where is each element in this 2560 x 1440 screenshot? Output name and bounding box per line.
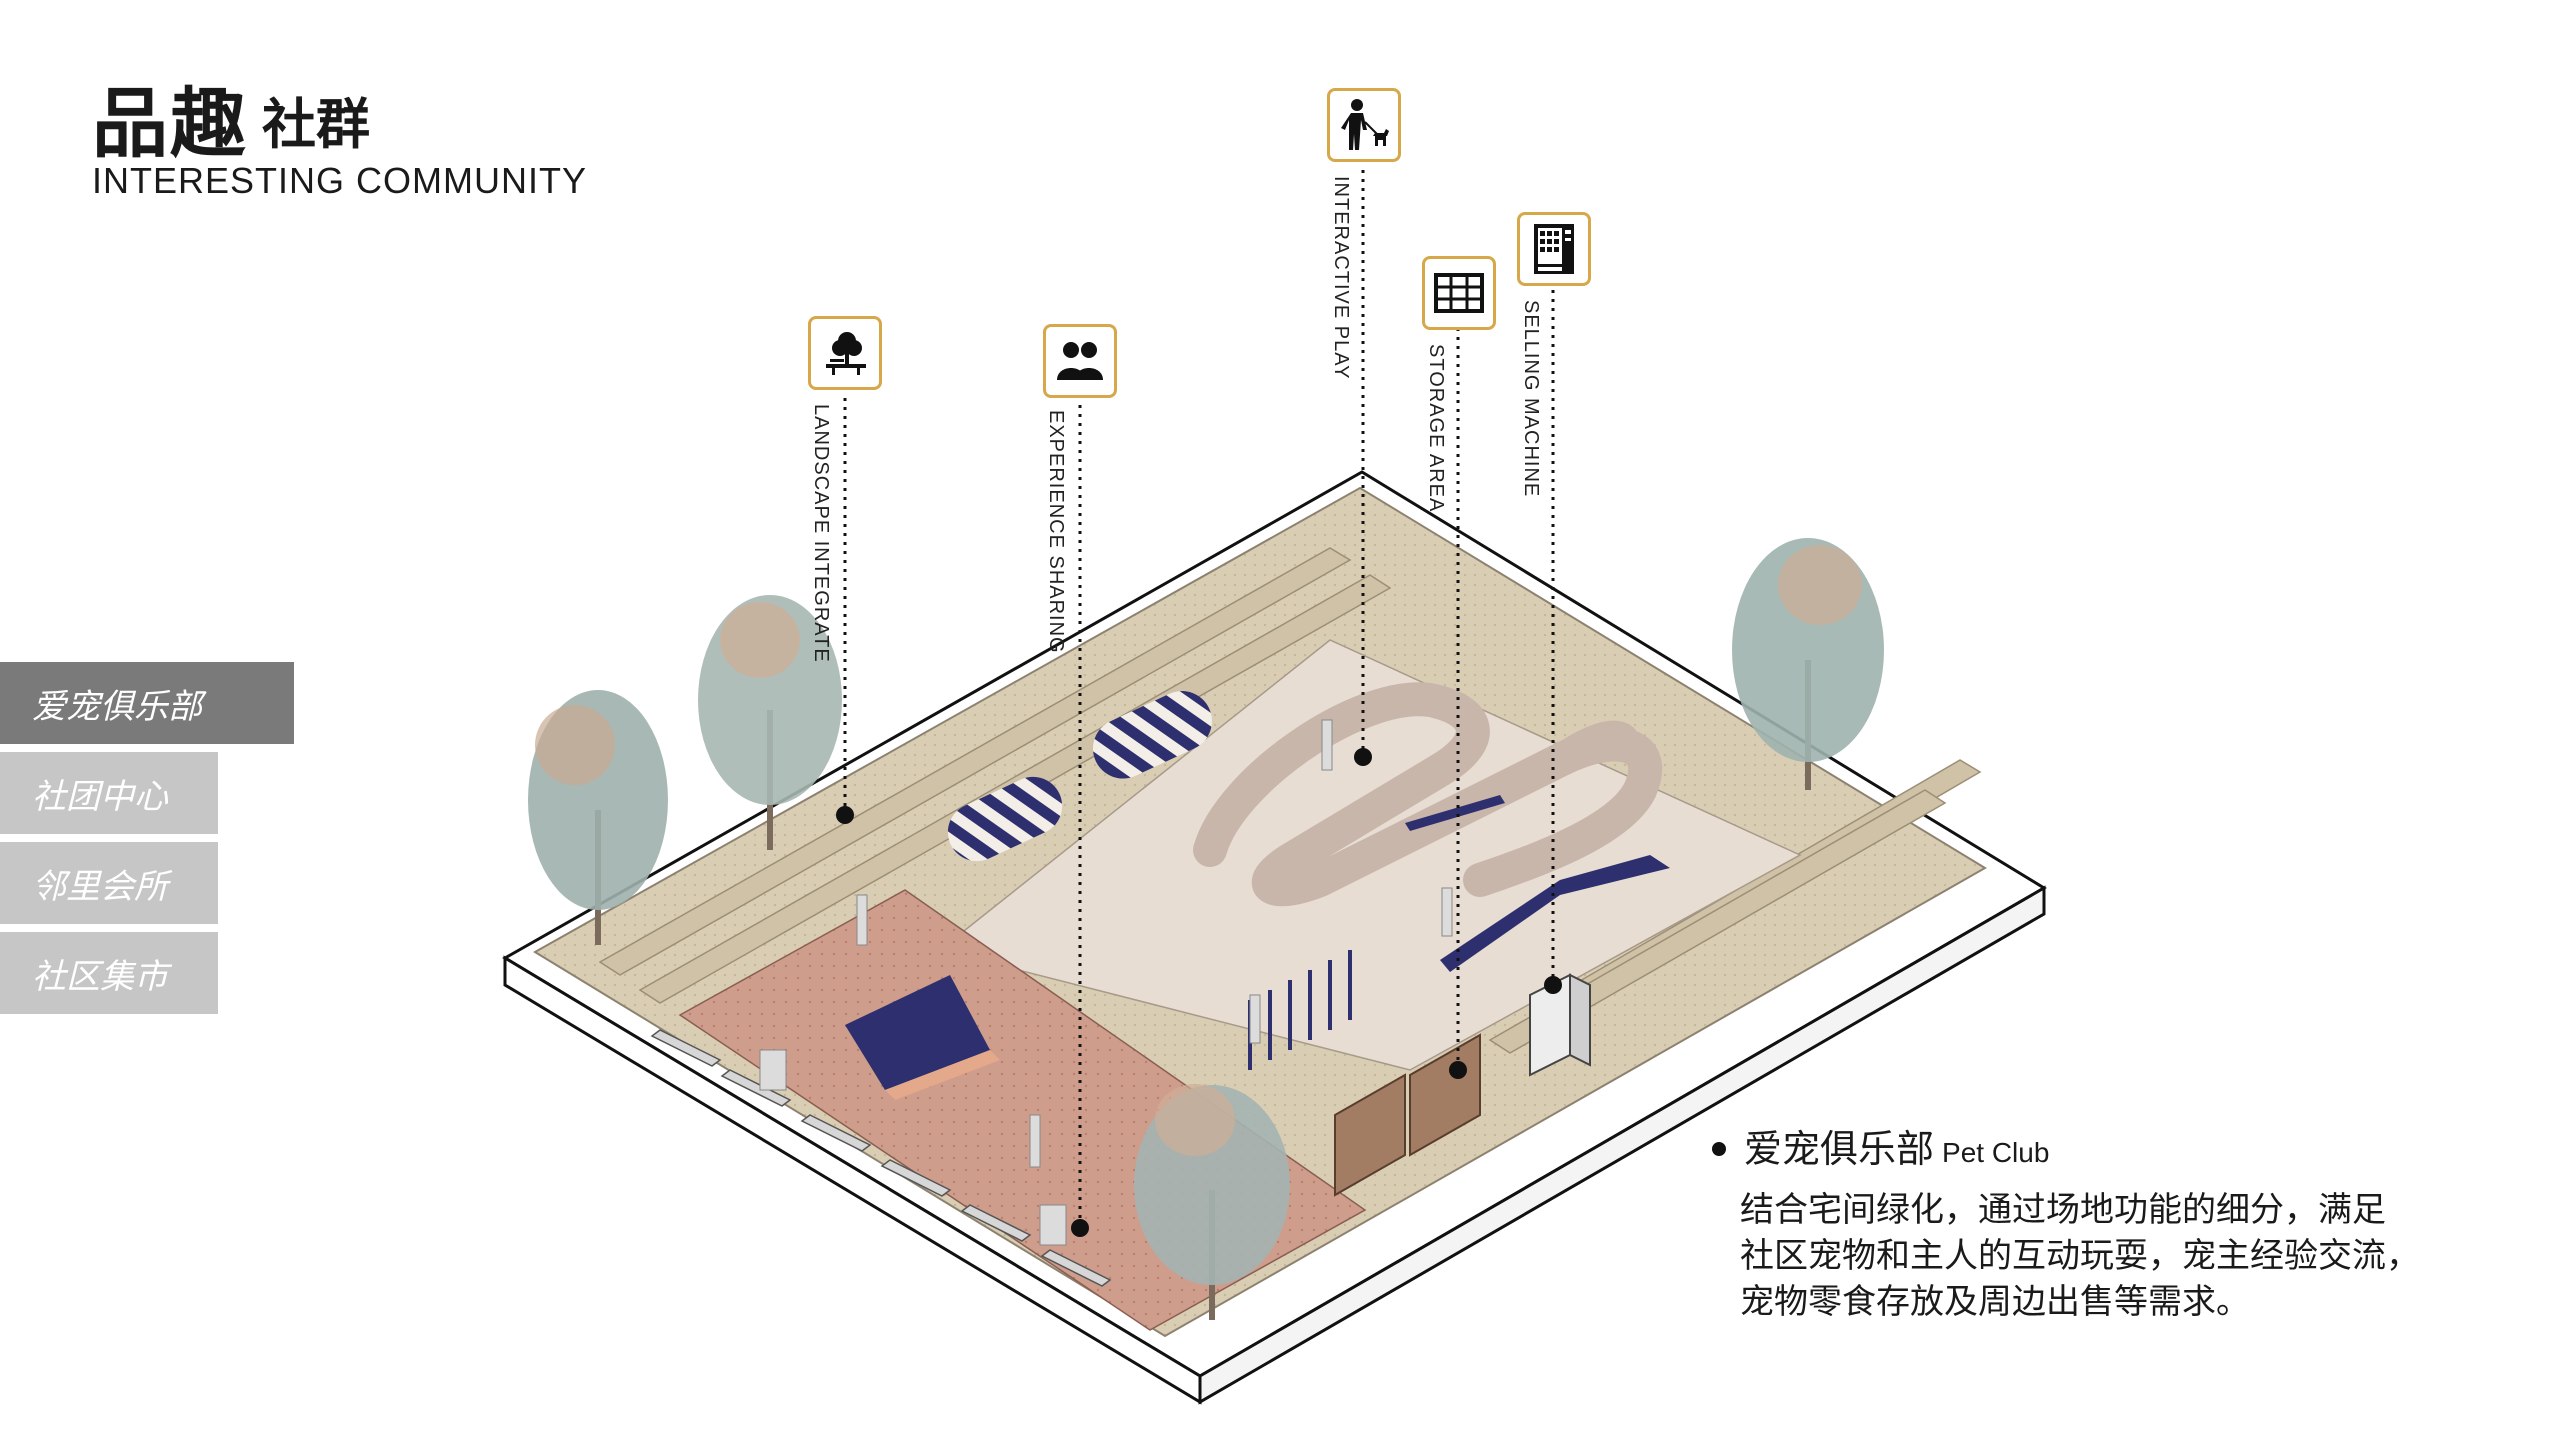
description-title: 爱宠俱乐部 (1744, 1127, 1935, 1171)
tree-left-front (528, 690, 668, 945)
storage-grid-icon (1434, 273, 1484, 313)
description-body: 结合宅间绿化，通过场地功能的细分，满足 社区宠物和主人的互动玩耍，宠主经验交流，… (1740, 1187, 2520, 1325)
pet-track-court (938, 639, 1802, 1071)
agility-ramps (845, 795, 1670, 1100)
people-figures (759, 719, 1453, 1246)
tree-right (1732, 538, 1884, 790)
description-line: 宠物零食存放及周边出售等需求。 (1740, 1282, 2250, 1322)
selling-machine-callout (1517, 212, 1591, 286)
description-heading: 爱宠俱乐部 Pet Club (1712, 1118, 2492, 1173)
landscape-callout (808, 316, 882, 390)
tree-front (1134, 1084, 1290, 1320)
callout-label-selling: SELLING MACHINE (1520, 300, 1542, 498)
interactive-play-callout (1327, 88, 1401, 162)
tab-pet-club[interactable]: 爱宠俱乐部 (0, 662, 294, 744)
people-icon (1057, 342, 1103, 380)
description-block: 爱宠俱乐部 Pet Club 结合宅间绿化，通过场地功能的细分，满足 社区宠物和… (1712, 1118, 2492, 1325)
tab-community-market[interactable]: 社区集市 (0, 932, 218, 1014)
bullet-dot (1712, 1142, 1726, 1156)
tab-club-center[interactable]: 社团中心 (0, 752, 218, 834)
callout-label-experience: EXPERIENCE SHARING (1045, 410, 1067, 654)
description-line: 社区宠物和主人的互动玩耍，宠主经验交流， (1740, 1236, 2420, 1276)
picnic-tree-icon (826, 332, 866, 375)
callout-label-interactive: INTERACTIVE PLAY (1330, 176, 1352, 380)
bench-row (650, 1029, 1112, 1287)
callout-label-landscape: LANDSCAPE INTEGRATE (810, 404, 832, 663)
tree-left-back (698, 595, 842, 850)
storage-callout (1422, 256, 1496, 330)
callout-dots (836, 748, 1562, 1237)
page-title-english: INTERESTING COMMUNITY (92, 160, 587, 201)
tab-neighborhood-club[interactable]: 邻里会所 (0, 842, 218, 924)
tab-label: 邻里会所 (32, 866, 168, 907)
experience-callout (1043, 324, 1117, 398)
vending-machine-icon (1534, 224, 1574, 274)
vending-machine (1529, 973, 1591, 1077)
callout-leader-lines (843, 170, 1555, 1228)
person-walking-dog-icon (1341, 99, 1389, 150)
agility-tunnels (947, 691, 1212, 862)
page-title: 品趣 (92, 79, 248, 168)
page-subtitle: 社群 (262, 93, 370, 156)
tab-label: 社区集市 (32, 956, 168, 997)
callout-label-storage: STORAGE AREA (1425, 344, 1447, 513)
description-line: 结合宅间绿化，通过场地功能的细分，满足 (1740, 1190, 2386, 1230)
tab-label: 爱宠俱乐部 (32, 686, 202, 727)
tab-label: 社团中心 (32, 776, 168, 817)
description-title-english: Pet Club (1942, 1137, 2050, 1168)
